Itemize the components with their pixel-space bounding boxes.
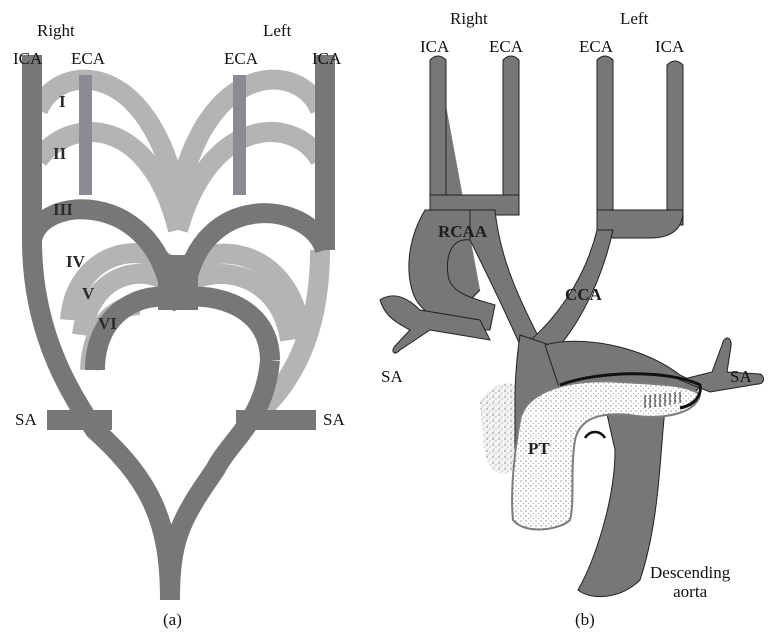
- arch-label-iii: III: [53, 201, 73, 218]
- panel-a-sa-left-label: SA: [323, 411, 345, 428]
- cca-label: CCA: [565, 286, 602, 303]
- panel-b-diagram: [380, 56, 764, 597]
- descending-aorta-line1: Descending: [650, 563, 730, 582]
- pt-inner-notch: [585, 432, 605, 438]
- panel-b-ica-left-label: ICA: [655, 38, 684, 55]
- right-eca-b: [503, 56, 519, 210]
- panel-a-left-side-label: Left: [263, 22, 291, 39]
- panel-b-left-side-label: Left: [620, 10, 648, 27]
- stipple-blob: [480, 383, 515, 474]
- panel-b-eca-left-label: ECA: [579, 38, 613, 55]
- arch-label-i: I: [59, 93, 66, 110]
- panel-a-sa-right-label: SA: [15, 411, 37, 428]
- central-aortic-sac: [158, 255, 198, 310]
- eca-right-stub: [79, 75, 92, 195]
- sa-left-bar: [236, 410, 316, 430]
- arch-label-v: V: [82, 285, 94, 302]
- arch-label-iv: IV: [66, 253, 85, 270]
- pt-label: PT: [528, 440, 550, 457]
- left-eca-b: [597, 56, 613, 225]
- rcaa-label: RCAA: [438, 223, 487, 240]
- panel-b-ica-right-label: ICA: [420, 38, 449, 55]
- panel-a-eca-right-label: ECA: [71, 50, 105, 67]
- panel-a-right-side-label: Right: [37, 22, 75, 39]
- panel-a-ica-left-label: ICA: [312, 50, 341, 67]
- panel-a-diagram: [32, 55, 325, 600]
- left-trunk-lower: [170, 360, 270, 600]
- panel-b-sa-left-label: SA: [730, 368, 752, 385]
- panel-a-ica-right-label: ICA: [13, 50, 42, 67]
- descending-aorta-line2: aorta: [650, 582, 730, 601]
- panel-b-right-side-label: Right: [450, 10, 488, 27]
- panel-a-caption: (a): [163, 611, 182, 628]
- panel-b-sa-right-label: SA: [381, 368, 403, 385]
- arch-label-vi: VI: [98, 315, 117, 332]
- left-ica-b: [667, 61, 683, 225]
- descending-aorta-label: Descending aorta: [650, 563, 730, 601]
- panel-a-eca-left-label: ECA: [224, 50, 258, 67]
- sa-right-bar: [47, 410, 112, 430]
- panel-b-caption: (b): [575, 611, 595, 628]
- panel-b-eca-right-label: ECA: [489, 38, 523, 55]
- eca-left-stub: [233, 75, 246, 195]
- right-ica-b: [430, 56, 446, 200]
- arch-label-ii: II: [53, 145, 66, 162]
